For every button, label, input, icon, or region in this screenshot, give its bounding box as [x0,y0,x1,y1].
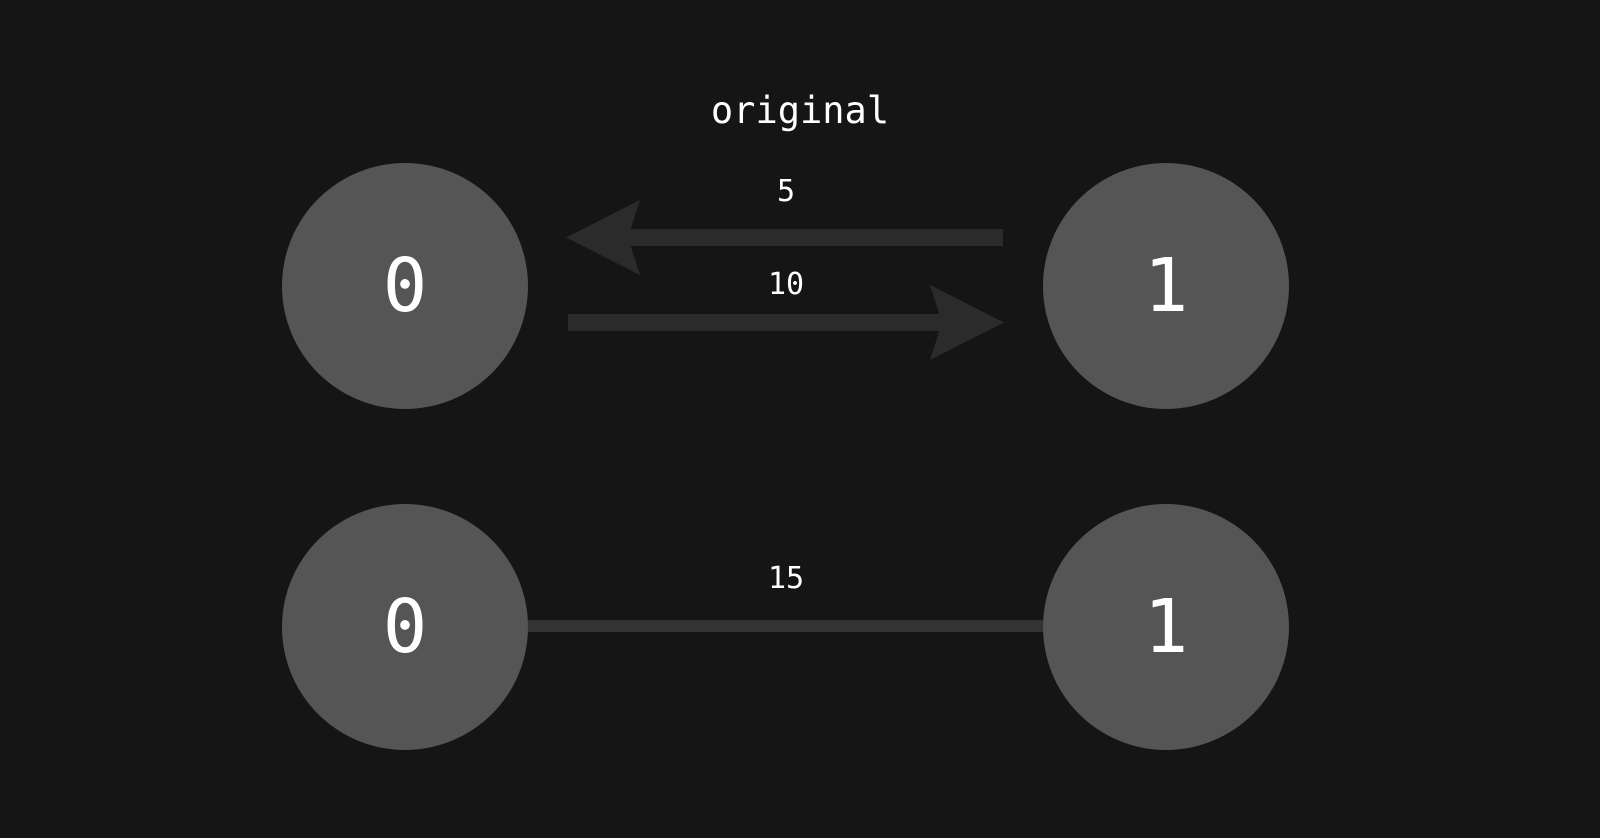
node-converted-0[interactable]: 0 [282,504,528,750]
edge-label-1-to-0: 5 [776,174,796,209]
panel-converted: converted [0,419,1600,838]
node-label-original-0: 0 [382,243,428,329]
node-label-converted-0: 0 [382,584,428,670]
panel-title-original: original [710,89,890,132]
node-converted-1[interactable]: 1 [1043,504,1289,750]
node-original-1[interactable]: 1 [1043,163,1289,409]
node-label-original-1: 1 [1143,243,1189,329]
node-original-0[interactable]: 0 [282,163,528,409]
node-label-converted-1: 1 [1143,584,1189,670]
edge-label-0-1-undirected: 15 [767,561,805,596]
panel-original: original [710,89,890,132]
edge-label-0-to-1: 10 [767,267,805,302]
